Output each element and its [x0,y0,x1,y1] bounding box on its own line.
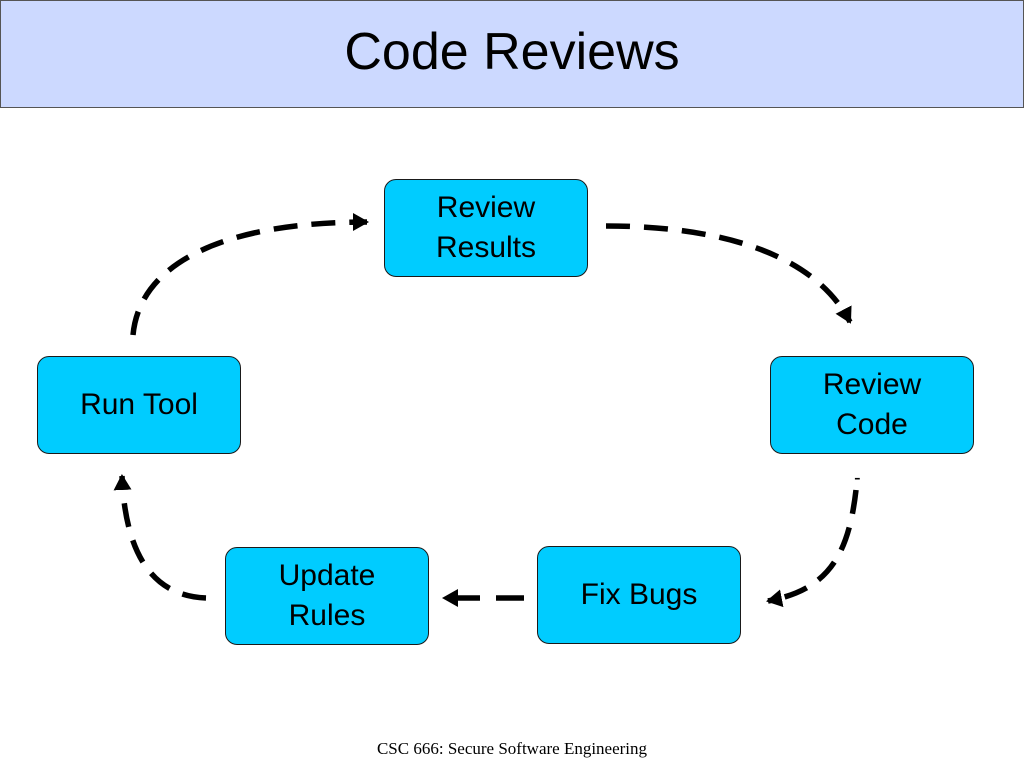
node-review-code: Review Code [770,356,974,454]
title-bar: Code Reviews [0,0,1024,108]
arrow-review-results-to-review-code [605,223,853,324]
node-review-results: Review Results [384,179,588,277]
node-update-rules: Update Rules [225,547,429,645]
arrow-update-rules-to-run-tool [113,474,207,601]
node-fix-bugs: Fix Bugs [537,546,741,644]
arrow-review-code-to-fix-bugs [766,489,859,608]
slide-footer: CSC 666: Secure Software Engineering [376,739,648,758]
arrow-run-tool-to-review-results [130,213,369,336]
slide-title: Code Reviews [344,23,680,81]
stray-mark: - [854,467,861,489]
node-run-tool: Run Tool [37,356,241,454]
